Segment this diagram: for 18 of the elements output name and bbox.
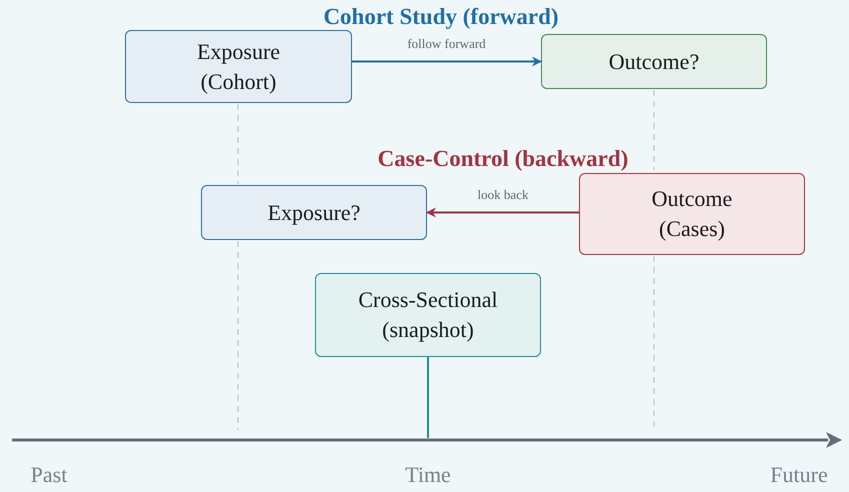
- study-box: [541, 34, 767, 89]
- box-text: Exposure?: [266, 198, 362, 227]
- study-box: [125, 30, 352, 103]
- axis-label: Future: [770, 462, 828, 488]
- box-text: Outcome?: [608, 48, 700, 76]
- study-box: [201, 185, 427, 240]
- study-box: [579, 173, 805, 255]
- arrow: [352, 56, 542, 66]
- box-text: Cross-Sectional (snapshot): [357, 286, 499, 344]
- study-box: [315, 273, 541, 357]
- box-text: Exposure (Cohort): [196, 38, 282, 96]
- time-axis: [12, 432, 842, 448]
- box-text: Outcome (Cases): [650, 185, 734, 243]
- section-title: Cohort Study (forward): [323, 4, 559, 30]
- arrow: [426, 208, 579, 218]
- axis-label: Time: [405, 462, 451, 488]
- section-title: Case-Control (backward): [378, 146, 628, 172]
- axis-label: Past: [30, 462, 68, 488]
